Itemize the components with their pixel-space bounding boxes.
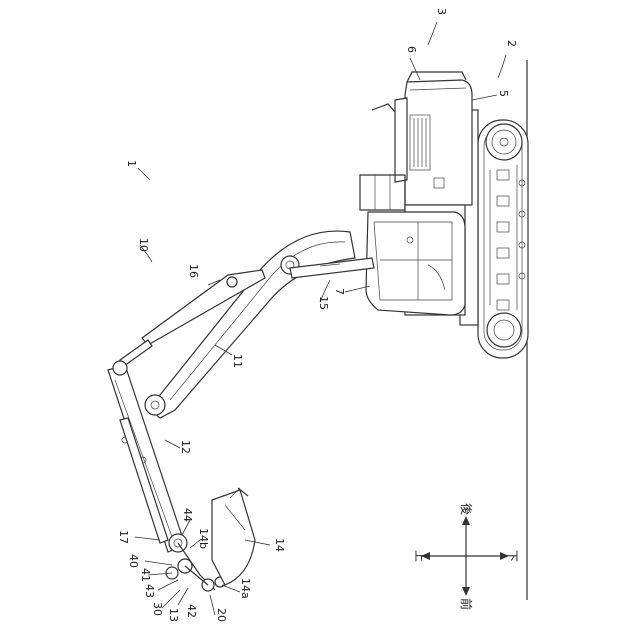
label-41: 41 bbox=[139, 568, 152, 582]
label-30: 30 bbox=[151, 602, 164, 616]
direction-indicator bbox=[421, 516, 509, 596]
label-14a: 14a bbox=[239, 578, 252, 599]
label-16: 16 bbox=[187, 264, 200, 278]
direction-front-label: 前 bbox=[459, 598, 474, 610]
label-5: 5 bbox=[497, 90, 510, 97]
label-15: 15 bbox=[317, 296, 330, 310]
label-20: 20 bbox=[215, 608, 228, 622]
cab bbox=[366, 212, 465, 315]
direction-up-label: 上 bbox=[413, 550, 427, 562]
bucket bbox=[212, 488, 255, 585]
label-7: 7 bbox=[333, 288, 346, 295]
label-40: 40 bbox=[127, 554, 140, 568]
label-12: 12 bbox=[179, 440, 192, 454]
label-10: 10 bbox=[137, 238, 150, 252]
crawler-track bbox=[478, 120, 528, 358]
direction-down-label: 下 bbox=[505, 550, 519, 562]
label-42: 42 bbox=[185, 604, 198, 618]
label-1: 1 bbox=[125, 160, 138, 167]
direction-rear-label: 後 bbox=[459, 503, 473, 515]
label-14b: 14b bbox=[197, 528, 210, 549]
label-43: 43 bbox=[143, 584, 156, 598]
label-2: 2 bbox=[505, 40, 518, 47]
label-44: 44 bbox=[181, 508, 194, 522]
label-11: 11 bbox=[231, 354, 244, 368]
label-13: 13 bbox=[167, 608, 180, 622]
label-14: 14 bbox=[273, 538, 286, 552]
label-17: 17 bbox=[117, 530, 130, 544]
label-3: 3 bbox=[435, 8, 448, 15]
label-6: 6 bbox=[405, 46, 418, 53]
